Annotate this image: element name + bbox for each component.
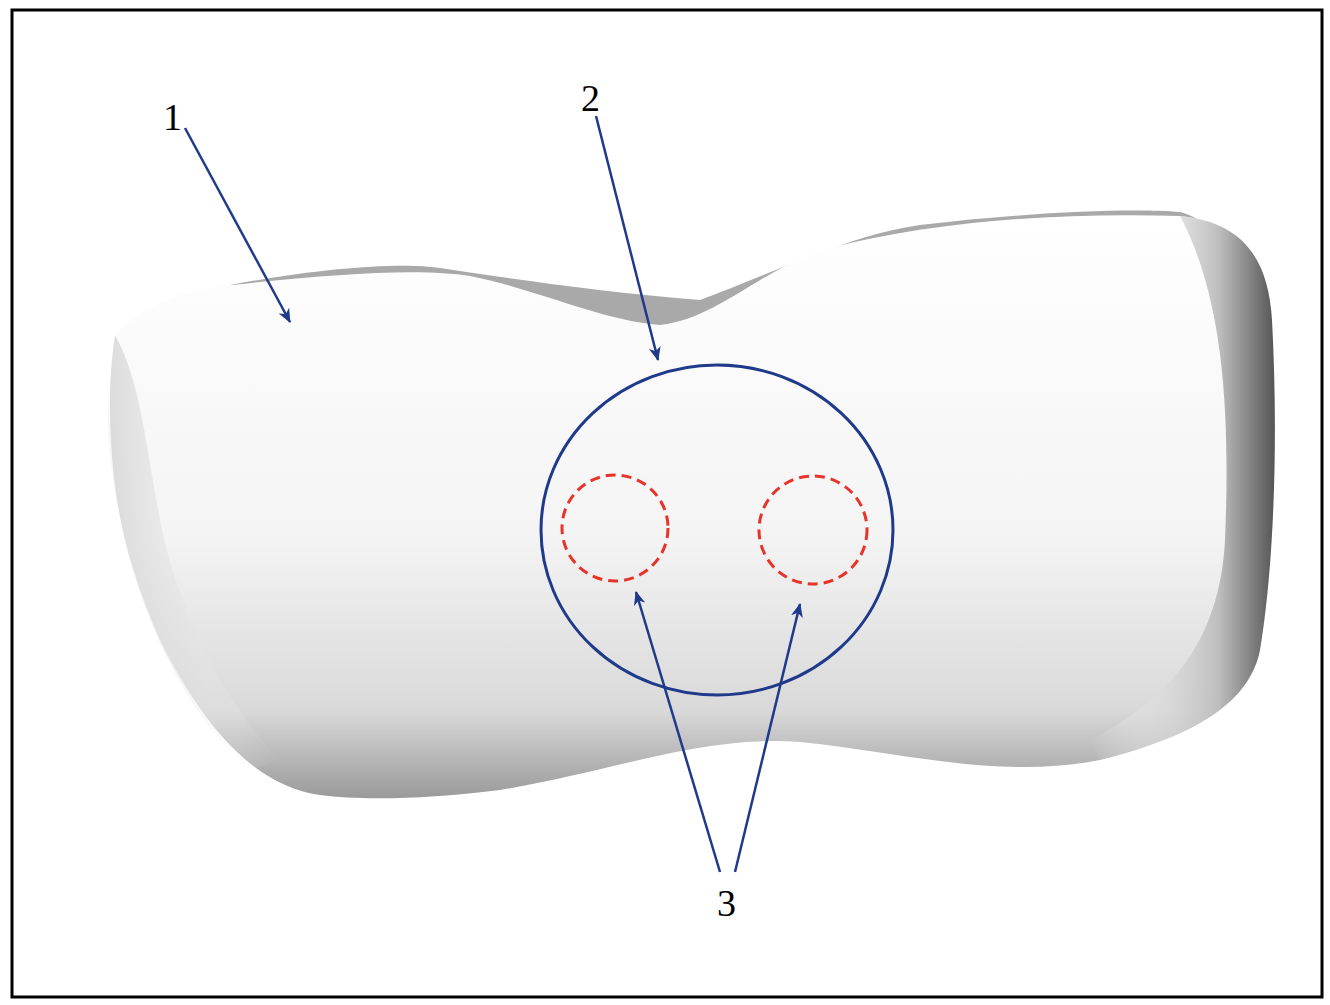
leader-arrow — [735, 604, 800, 872]
frame — [12, 10, 1322, 997]
leader-arrow — [185, 128, 290, 322]
callout-number: 3 — [717, 884, 736, 922]
tooth-left-shade — [110, 335, 280, 770]
leader-arrow — [636, 592, 720, 872]
region-circle — [541, 365, 893, 695]
leader-arrow — [596, 116, 658, 360]
tooth-side-shade — [1090, 216, 1275, 760]
contact-circle — [759, 476, 867, 584]
tooth-body — [108, 215, 1275, 798]
callout-number: 2 — [581, 79, 600, 117]
callout-number: 1 — [163, 98, 182, 136]
contact-circle — [562, 475, 668, 581]
